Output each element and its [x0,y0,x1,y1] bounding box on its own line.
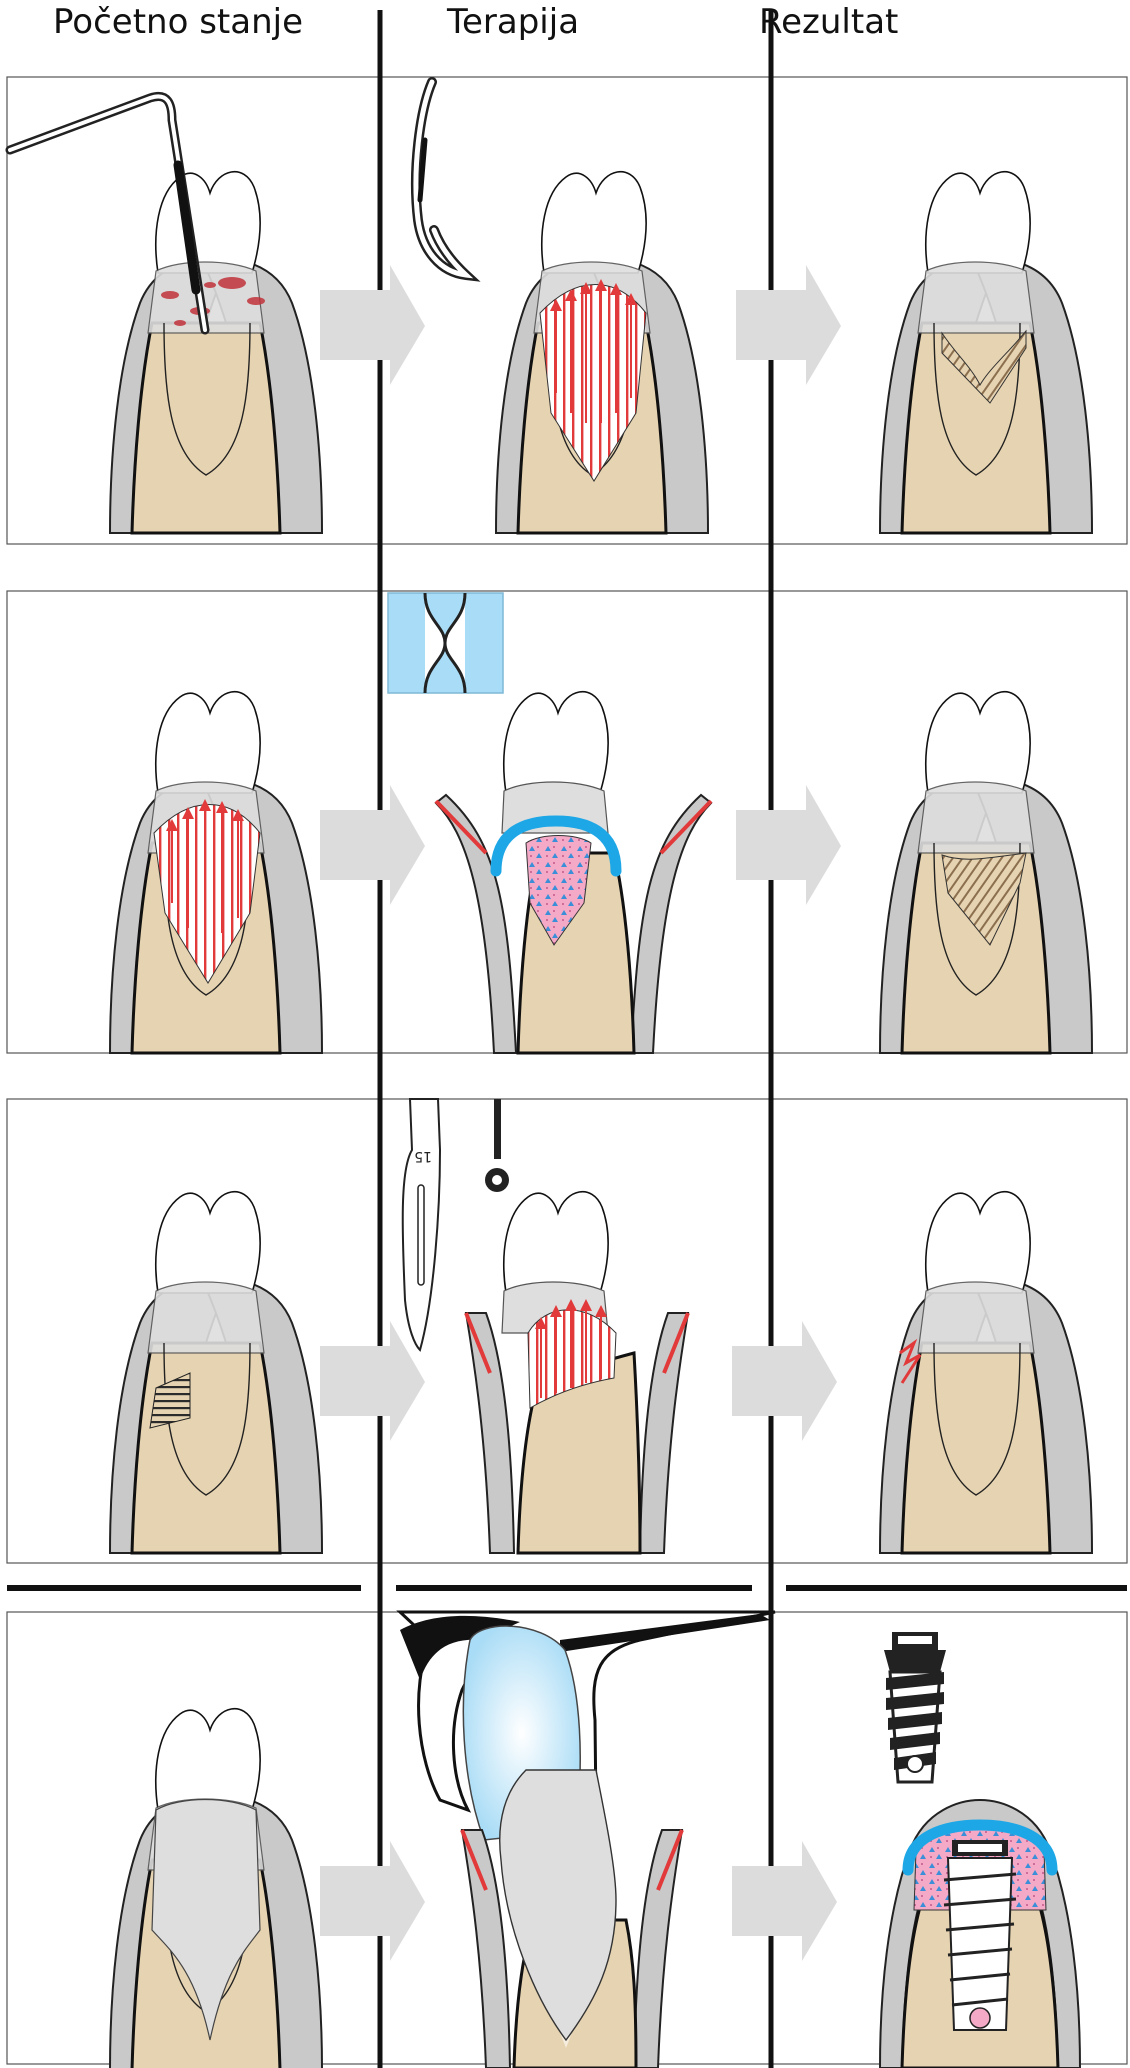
arrow-r2-b [736,785,841,905]
arrow-r4-b [732,1841,837,1961]
panel-r2-initial [110,692,322,1053]
panel-r1-result [880,172,1092,533]
membrane-icon [388,593,503,693]
dental-implant-icon [884,1632,946,1782]
panel-r4-initial [110,1709,322,2068]
curette-icon [416,82,466,275]
panel-r4-result [880,1800,1080,2068]
panel-r3-therapy [466,1192,688,1553]
arrow-r2-a [320,785,425,905]
panel-r1-therapy [496,172,708,533]
arrow-r3-a [320,1321,425,1441]
implant-in-bone [944,1840,1016,2030]
panel-r3-initial [110,1192,322,1553]
panel-r3-result [880,1192,1092,1553]
bur-icon [485,1099,509,1192]
arrow-r1-b [736,265,841,385]
scalpel-icon: 15 [403,1099,440,1350]
scalpel-number: 15 [414,1148,432,1164]
panel-r1-initial [110,172,322,533]
panel-r2-result [880,692,1092,1053]
panel-r2-therapy [436,692,711,1053]
arrow-r4-a [320,1841,425,1961]
arrow-r3-b [732,1321,837,1441]
arrow-r1-a [320,265,425,385]
